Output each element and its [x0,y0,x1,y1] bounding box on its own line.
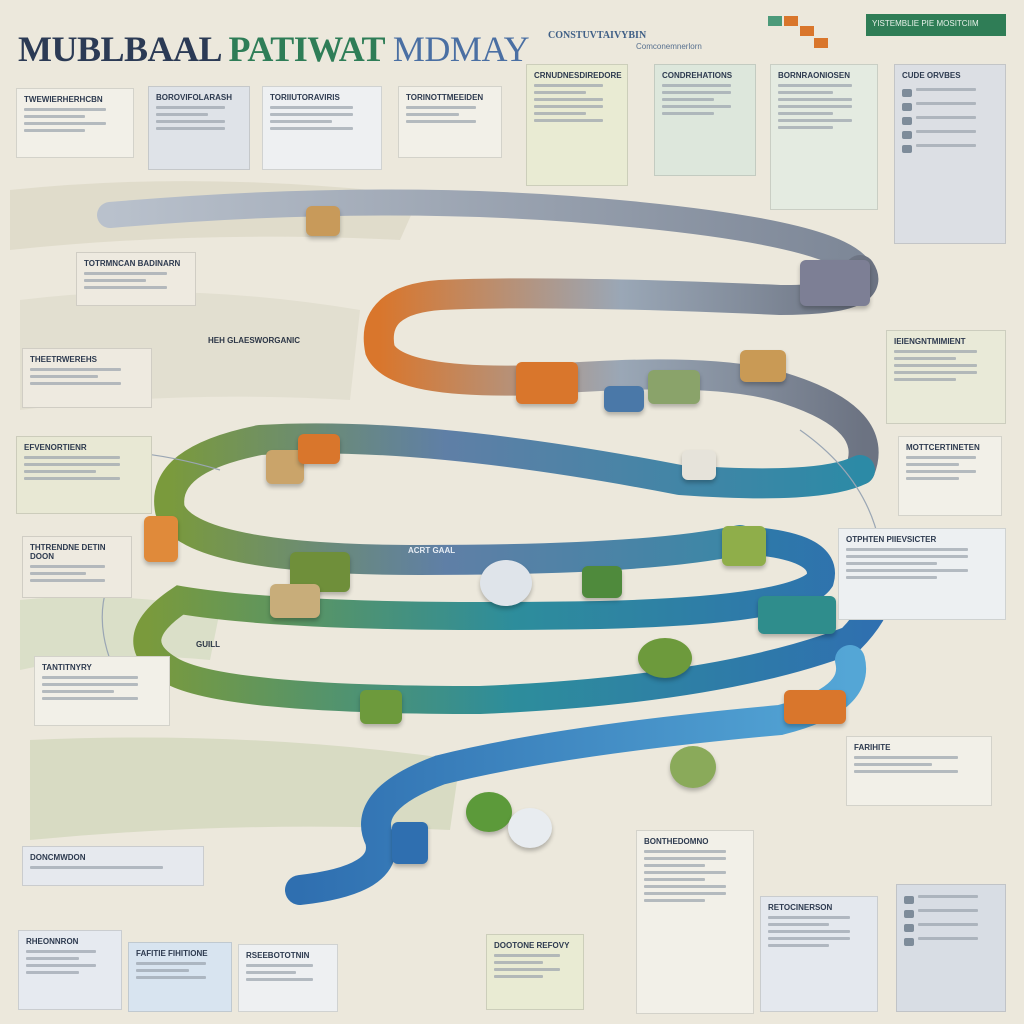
info-panel-left-5: TANTITNYRY [34,656,170,726]
panel-title: OTPHTEN PIIEVSICTER [846,535,937,544]
info-panel-bottom-5: DOOTONE REFOVY [486,934,584,1010]
info-panel-right-3: OTPHTEN PIIEVSICTER [838,528,1006,620]
road-label-3: GUILL [196,640,220,649]
title-part-2: PATIWAT [228,29,385,69]
info-panel-top-1: TWEWIERHERHCBN [16,88,134,158]
panel-title: DONCMWDON [30,853,86,862]
milestone-node[interactable] [582,566,622,598]
panel-title: CONDREHATIONS [662,71,733,80]
milestone-node[interactable] [466,792,512,832]
milestone-node[interactable] [270,584,320,618]
panel-title: THEETRWEREHS [30,355,97,364]
info-panel-left-1: TOTRMNCAN BADINARN [76,252,196,306]
milestone-node[interactable] [392,822,428,864]
milestone-node[interactable] [784,690,846,724]
road-label-2: ACRT GAAL [408,546,456,555]
panel-title: BONTHEDOMNO [644,837,709,846]
milestone-node[interactable] [740,350,786,382]
info-panel-top-4: TORINOTTMEEIDEN [398,86,502,158]
info-panel-bottom-2: RHEONNRON [18,930,122,1010]
info-panel-right-1: IEIENGNTMIMIENT [886,330,1006,424]
road-segment-2 [363,255,879,485]
info-panel-top-6: CONDREHATIONS [654,64,756,176]
info-panel-top-8: CUDE ORVBES [894,64,1006,244]
milestone-node[interactable] [144,516,178,562]
panel-title: CRNUDNESDIREDORE [534,71,622,80]
milestone-node[interactable] [306,206,340,236]
road-segment-3 [154,423,875,576]
info-panel-bottom-4: RSEEBOTOTNIN [238,944,338,1012]
info-panel-left-3: EFVENORTIENR [16,436,152,514]
info-panel-bottom-8 [896,884,1006,1012]
terrain-wash-3 [30,737,460,840]
info-panel-top-3: TORIIUTORAVIRIS [262,86,382,170]
info-panel-right-4: FARIHITE [846,736,992,806]
panel-title: TWEWIERHERHCBN [24,95,103,104]
panel-title: MOTTCERTINETEN [906,443,980,452]
panel-title: BORNRAONIOSEN [778,71,851,80]
panel-title: TOTRMNCAN BADINARN [84,259,181,268]
title-part-1: MUBLBAAL [18,29,221,69]
milestone-node[interactable] [298,434,340,464]
milestone-node[interactable] [266,450,304,484]
milestone-node[interactable] [604,386,644,412]
stacked-blocks-icon [768,16,838,56]
info-panel-bottom-3: FAFITIE FIHITIONE [128,942,232,1012]
milestone-node[interactable] [638,638,692,678]
header-badge: YISTEMBLIE PIE MOSITCIIM [866,14,1006,36]
milestone-node[interactable] [670,746,716,788]
info-panel-top-7: BORNRAONIOSEN [770,64,878,210]
page-title: MUBLBAAL PATIWAT MDMAY [18,28,530,70]
info-panel-top-5: CRNUDNESDIREDORE [526,64,628,186]
milestone-node[interactable] [682,450,716,480]
milestone-node[interactable] [722,526,766,566]
milestone-node[interactable] [360,690,402,724]
milestone-node[interactable] [480,560,532,606]
panel-title: FAFITIE FIHITIONE [136,949,208,958]
panel-title: THTRENDNE DETIN DOON [30,543,106,561]
title-part-3: MDMAY [392,29,530,69]
milestone-node[interactable] [800,260,870,306]
panel-title: DOOTONE REFOVY [494,941,570,950]
road-segment-1 [97,189,873,283]
milestone-node[interactable] [516,362,578,404]
info-panel-bottom-7: RETOCINERSON [760,896,878,1012]
info-panel-top-2: BOROVIFOLARASH [148,86,250,170]
panel-title: CUDE ORVBES [902,71,961,80]
panel-title: FARIHITE [854,743,891,752]
info-panel-bottom-6: BONTHEDOMNO [636,830,754,1014]
page-subtitle: CONSTUVTAIVYBIN [548,30,647,41]
panel-title: RETOCINERSON [768,903,833,912]
panel-title: RHEONNRON [26,937,79,946]
milestone-node[interactable] [758,596,836,634]
milestone-node[interactable] [508,808,552,848]
panel-title: TORINOTTMEEIDEN [406,93,484,102]
road-label-1: HEH GLAESWORGANIC [208,336,300,345]
panel-title: TANTITNYRY [42,663,92,672]
info-panel-left-2: THEETRWEREHS [22,348,152,408]
page-subtitle-secondary: Comconemnerlorn [636,42,702,51]
panel-title: RSEEBOTOTNIN [246,951,310,960]
panel-title: BOROVIFOLARASH [156,93,232,102]
info-panel-left-4: THTRENDNE DETIN DOON [22,536,132,598]
milestone-node[interactable] [648,370,700,404]
info-panel-right-2: MOTTCERTINETEN [898,436,1002,516]
panel-title: TORIIUTORAVIRIS [270,93,340,102]
panel-title: IEIENGNTMIMIENT [894,337,966,346]
info-panel-bottom-1: DONCMWDON [22,846,204,886]
panel-title: EFVENORTIENR [24,443,87,452]
